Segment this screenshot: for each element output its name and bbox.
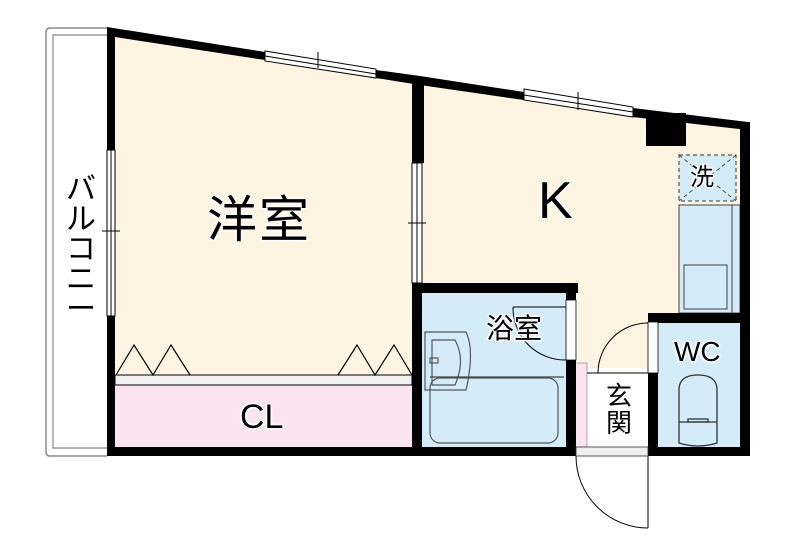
room-label-bathroom: 浴室 (486, 312, 543, 345)
room-label-closet: CL (240, 398, 284, 436)
toilet-fixture (678, 374, 718, 447)
walls (107, 27, 750, 456)
balcony (45, 27, 107, 457)
room-label-washer: 洗 (690, 163, 714, 191)
kitchen-floor (420, 85, 740, 452)
closet-area (115, 385, 412, 447)
room-label-western-room: 洋室 (207, 191, 311, 249)
bathroom-fixtures (424, 331, 564, 444)
western-room-floor (115, 37, 412, 375)
entrance-door-swing (575, 455, 649, 529)
bathroom-area (422, 293, 572, 447)
bathroom-door-swing (512, 306, 567, 361)
room-label-kitchen: K (538, 172, 573, 230)
toilet-area (657, 323, 740, 447)
closet-doors (115, 343, 413, 377)
room-label-toilet: WC (674, 336, 721, 367)
room-label-entrance: 玄関 (605, 382, 632, 440)
kitchen-counter (678, 204, 741, 314)
wc-door-swing (597, 322, 649, 374)
room-label-balcony: バルコニー (66, 172, 96, 327)
windows (102, 50, 634, 317)
